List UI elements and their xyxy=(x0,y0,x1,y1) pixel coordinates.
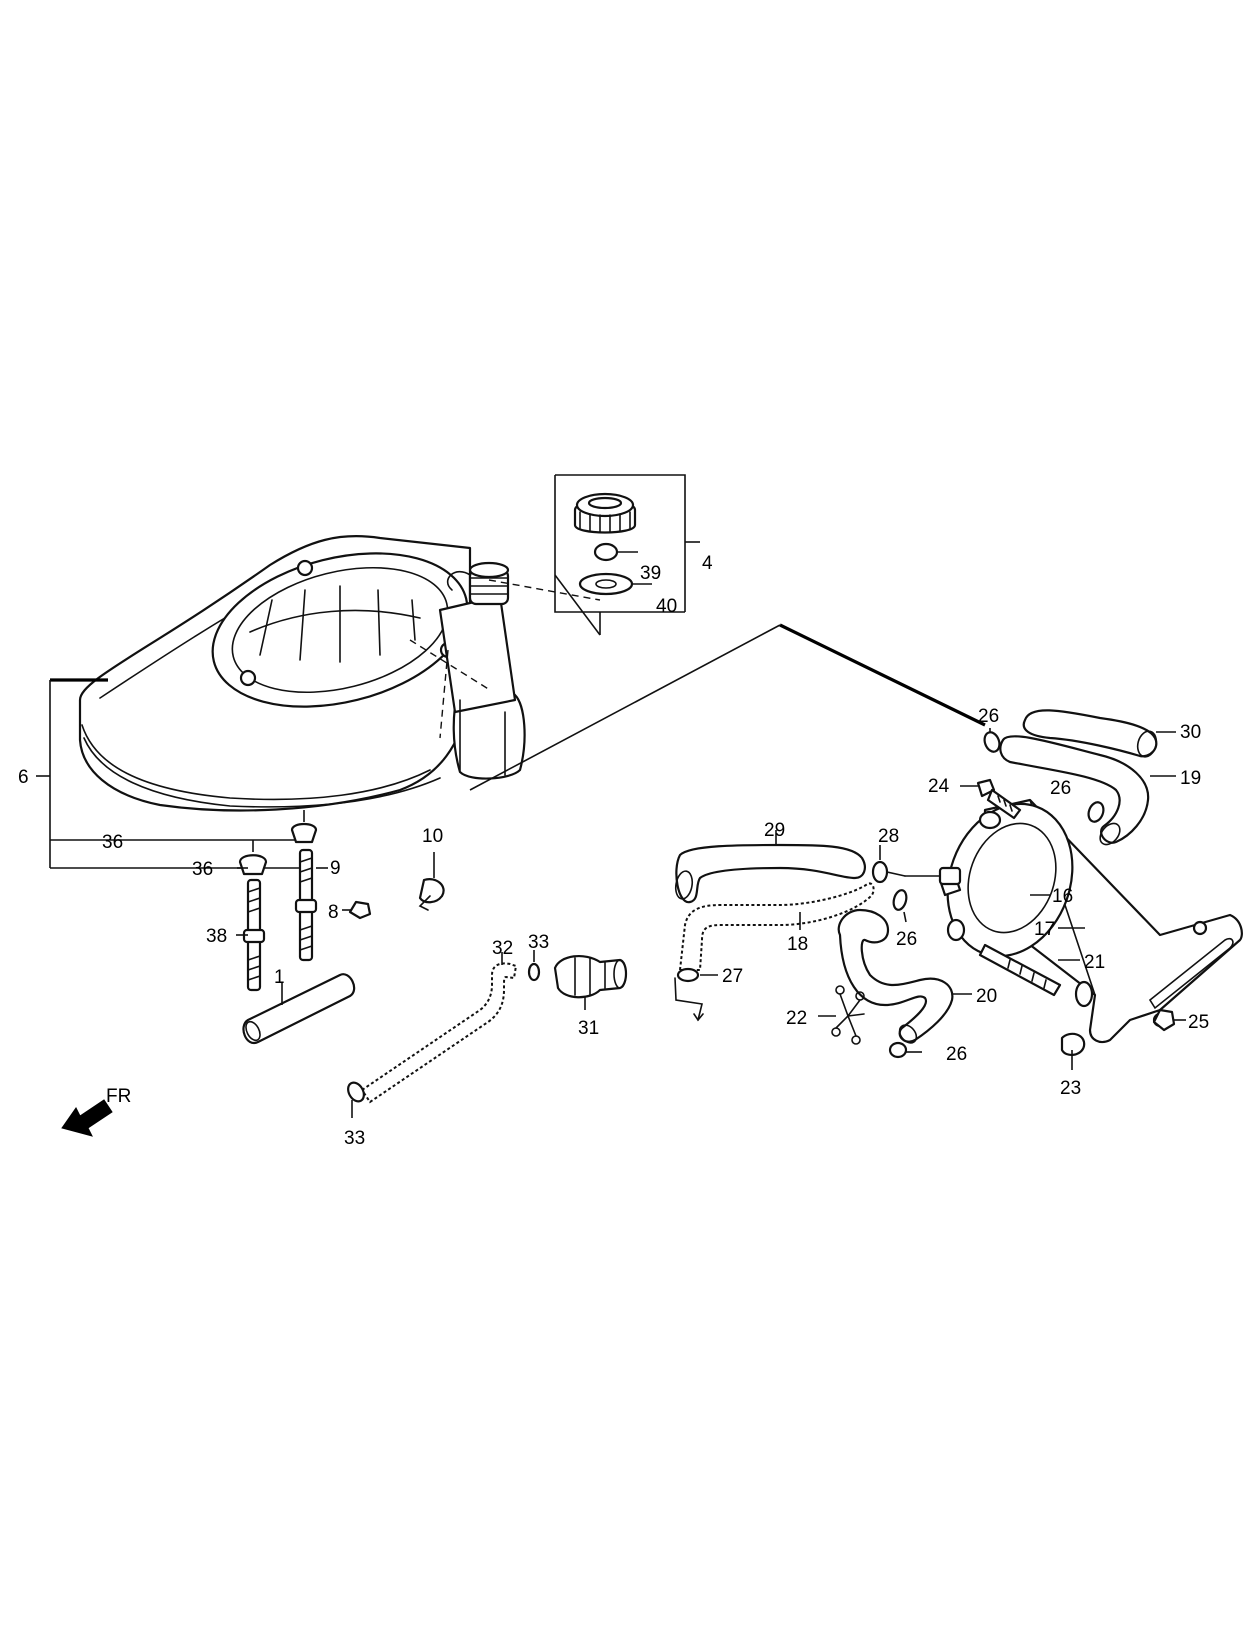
clip-10 xyxy=(418,852,445,911)
bolt-21 xyxy=(978,943,1094,1008)
callout-16: 16 xyxy=(1052,886,1073,907)
callout-27: 27 xyxy=(722,966,743,987)
nut-8 xyxy=(342,900,372,920)
hose-20 xyxy=(837,908,972,1044)
hose-29 xyxy=(674,830,866,904)
callout-24: 24 xyxy=(928,776,950,797)
hose-18 xyxy=(678,882,875,971)
rubber-mount-36-lower xyxy=(237,840,268,876)
callout-31: 31 xyxy=(578,1018,599,1039)
callout-40: 40 xyxy=(656,596,677,617)
clip-26-top xyxy=(983,728,1001,753)
frame-line-right xyxy=(779,623,986,727)
nut-25 xyxy=(1152,1008,1186,1032)
callout-18: 18 xyxy=(787,934,808,955)
clip-26-mid xyxy=(892,889,908,923)
callout-20: 20 xyxy=(976,986,997,1007)
bolt-24 xyxy=(960,778,1022,820)
fuel-tank-cover xyxy=(78,535,472,812)
callout-25: 25 xyxy=(1188,1012,1209,1033)
cap-assembly-bracket xyxy=(554,474,700,636)
callout-39: 39 xyxy=(640,563,661,584)
fuel-cap xyxy=(573,492,637,534)
callout-19: 19 xyxy=(1180,768,1201,789)
hose-clamp-33-lower xyxy=(347,1081,365,1118)
callout-36-lower: 36 xyxy=(192,859,213,880)
front-direction-arrow-icon xyxy=(61,1099,113,1137)
rubber-mount-36-upper xyxy=(290,810,318,844)
clip-26-bottom xyxy=(888,1041,922,1059)
callout-30: 30 xyxy=(1180,722,1201,743)
clip-22 xyxy=(818,985,865,1045)
callout-32: 32 xyxy=(492,938,513,959)
callout-26-bottom: 26 xyxy=(946,1044,967,1065)
callout-22: 22 xyxy=(786,1008,807,1029)
stud-bolt-38 xyxy=(236,878,266,992)
callout-4: 4 xyxy=(702,553,713,574)
callout-21: 21 xyxy=(1084,952,1105,973)
joint-31 xyxy=(553,954,628,1010)
canister-16 xyxy=(904,802,1074,958)
callout-6: 6 xyxy=(18,767,29,788)
clip-28 xyxy=(871,845,906,884)
callout-9: 9 xyxy=(330,858,341,879)
hose-19 xyxy=(999,735,1176,846)
callout-33-upper: 33 xyxy=(528,932,549,953)
fuel-tank xyxy=(438,561,526,780)
callout-1: 1 xyxy=(274,967,285,988)
clip-26-right xyxy=(1087,801,1105,823)
cap-gasket-40 xyxy=(578,572,652,596)
callout-26-mid: 26 xyxy=(896,929,917,950)
direction-label: FR xyxy=(106,1086,131,1107)
tube-1 xyxy=(242,973,356,1045)
callout-38: 38 xyxy=(206,926,227,947)
callout-10: 10 xyxy=(422,826,443,847)
callout-29: 29 xyxy=(764,820,785,841)
callout-8: 8 xyxy=(328,902,339,923)
grommet-23 xyxy=(1060,1032,1086,1070)
cap-seal-39 xyxy=(593,542,638,562)
hose-clamp-33-upper xyxy=(527,950,541,982)
fuel-hose-32 xyxy=(360,952,518,1104)
callout-28: 28 xyxy=(878,826,899,847)
callout-36-upper: 36 xyxy=(102,832,123,853)
stud-bolt-9 xyxy=(294,848,328,962)
callout-23: 23 xyxy=(1060,1078,1081,1099)
hose-30 xyxy=(1022,709,1176,758)
callout-26-top: 26 xyxy=(978,706,999,727)
hose-clip-27 xyxy=(674,967,718,1022)
callout-17: 17 xyxy=(1034,919,1055,940)
callout-33-lower: 33 xyxy=(344,1128,365,1149)
callout-26-right: 26 xyxy=(1050,778,1071,799)
